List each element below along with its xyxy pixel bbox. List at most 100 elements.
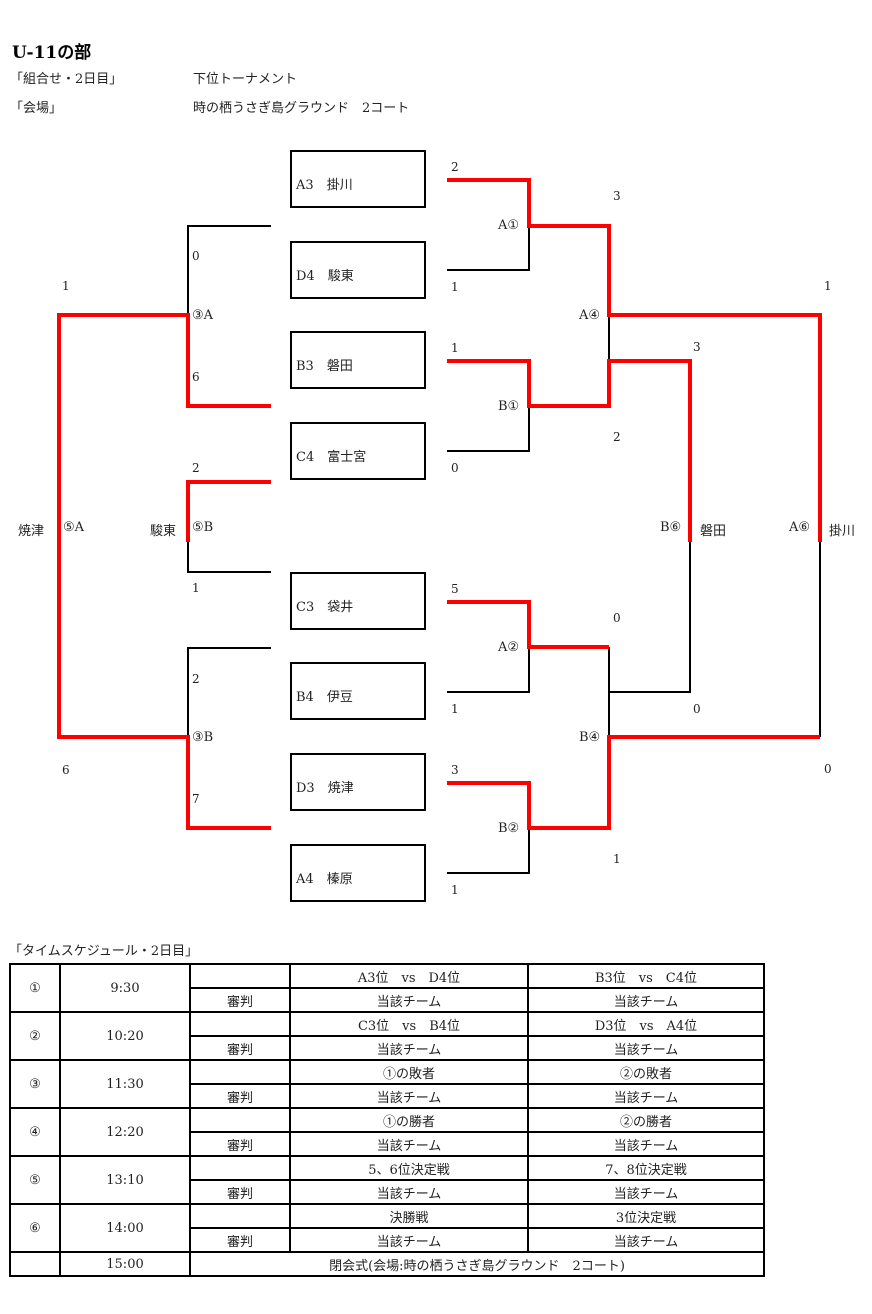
team-box: C4 富士宮 xyxy=(290,422,426,480)
match-1: ①の勝者 xyxy=(289,1107,529,1133)
match-score: 3 xyxy=(451,763,459,777)
match-score: 5 xyxy=(451,582,459,596)
winner-name: 掛川 xyxy=(829,524,856,539)
bracket-line xyxy=(187,647,271,737)
match-score: 1 xyxy=(451,702,459,716)
win-line xyxy=(447,600,609,649)
match-number: ⑥ xyxy=(9,1203,61,1253)
team-seed: B3 xyxy=(296,359,314,374)
match-score: 1 xyxy=(451,883,459,897)
team-name: 伊豆 xyxy=(326,690,353,705)
match-label: B⑥ xyxy=(660,520,682,535)
venue-value: 時の栖うさぎ島グラウンド 2コート xyxy=(193,101,410,116)
match-2: ②の勝者 xyxy=(527,1107,765,1133)
referee-1: 当該チーム xyxy=(289,987,529,1013)
match-1: C3位 vs B4位 xyxy=(289,1011,529,1037)
match-label: B④ xyxy=(579,730,601,745)
referee-2: 当該チーム xyxy=(527,1227,765,1253)
match-score: 1 xyxy=(613,852,621,866)
schedule-day-label: 「組合せ・2日目」 xyxy=(10,72,123,87)
match-1: A3位 vs D4位 xyxy=(289,963,529,989)
bracket-line xyxy=(187,542,271,573)
match-score: 0 xyxy=(824,762,832,776)
match-number: ④ xyxy=(9,1107,61,1157)
tournament-type: 下位トーナメント xyxy=(193,72,298,87)
bracket-line xyxy=(447,406,530,452)
referee-label: 審判 xyxy=(189,1083,291,1109)
winner-name: 駿東 xyxy=(150,524,177,539)
page-title: U-11の部 xyxy=(12,43,92,63)
match-score: 1 xyxy=(192,581,200,595)
winner-name: 磐田 xyxy=(700,524,727,539)
win-line xyxy=(57,511,271,830)
match-number: ③ xyxy=(9,1059,61,1109)
referee-label: 審判 xyxy=(189,1131,291,1157)
empty-cell xyxy=(189,1011,291,1037)
bracket-line xyxy=(447,647,530,693)
win-line xyxy=(186,480,271,542)
match-score: 2 xyxy=(613,430,621,444)
schedule-title: 「タイムスケジュール・2日目」 xyxy=(9,944,199,959)
match-score: 3 xyxy=(613,189,621,203)
match-label: A② xyxy=(498,640,520,655)
team-seed: A3 xyxy=(296,178,314,193)
team-seed: D3 xyxy=(296,781,315,796)
match-time: 11:30 xyxy=(59,1059,191,1109)
empty-cell xyxy=(9,1251,61,1277)
win-line xyxy=(57,313,271,511)
match-score: 2 xyxy=(192,672,200,686)
team-name: 焼津 xyxy=(327,781,354,796)
match-2: D3位 vs A4位 xyxy=(527,1011,765,1037)
match-1: 決勝戦 xyxy=(289,1203,529,1229)
referee-1: 当該チーム xyxy=(289,1227,529,1253)
match-2: B3位 vs C4位 xyxy=(527,963,765,989)
bracket-line xyxy=(187,225,271,315)
team-seed: C4 xyxy=(296,450,315,465)
match-score: 0 xyxy=(693,702,701,716)
referee-2: 当該チーム xyxy=(527,987,765,1013)
match-label: A⑥ xyxy=(789,520,811,535)
winner-name: 焼津 xyxy=(18,524,45,539)
match-score: 1 xyxy=(451,341,459,355)
match-1: 5、6位決定戦 xyxy=(289,1155,529,1181)
team-seed: C3 xyxy=(296,600,315,615)
win-line xyxy=(447,178,822,542)
match-time: 14:00 xyxy=(59,1203,191,1253)
match-score: 2 xyxy=(192,461,200,475)
referee-2: 当該チーム xyxy=(527,1083,765,1109)
match-2: 3位決定戦 xyxy=(527,1203,765,1229)
referee-1: 当該チーム xyxy=(289,1035,529,1061)
match-label: B① xyxy=(498,399,520,414)
team-name: 駿東 xyxy=(327,269,354,284)
match-score: 7 xyxy=(192,792,200,806)
team-name: 袋井 xyxy=(327,600,354,615)
match-label: ③B xyxy=(192,730,214,745)
referee-2: 当該チーム xyxy=(527,1131,765,1157)
match-1: ①の敗者 xyxy=(289,1059,529,1085)
empty-cell xyxy=(189,963,291,989)
match-score: 2 xyxy=(451,160,459,174)
team-box: A4 榛原 xyxy=(290,844,426,902)
match-score: 3 xyxy=(693,340,701,354)
empty-cell xyxy=(189,1155,291,1181)
win-line xyxy=(447,359,692,542)
team-box: B4 伊豆 xyxy=(290,662,426,720)
match-label: ⑤B xyxy=(192,520,214,535)
schedule-referee-row: 審判当該チーム当該チーム xyxy=(10,1083,765,1109)
match-score: 0 xyxy=(613,611,621,625)
match-label: A④ xyxy=(579,308,601,323)
bracket-line xyxy=(447,828,530,874)
team-name: 掛川 xyxy=(326,178,353,193)
referee-1: 当該チーム xyxy=(289,1083,529,1109)
match-time: 13:10 xyxy=(59,1155,191,1205)
bracket-lines xyxy=(57,178,822,874)
referee-2: 当該チーム xyxy=(527,1035,765,1061)
match-score: 1 xyxy=(62,279,70,293)
schedule-referee-row: 審判当該チーム当該チーム xyxy=(10,1035,765,1061)
